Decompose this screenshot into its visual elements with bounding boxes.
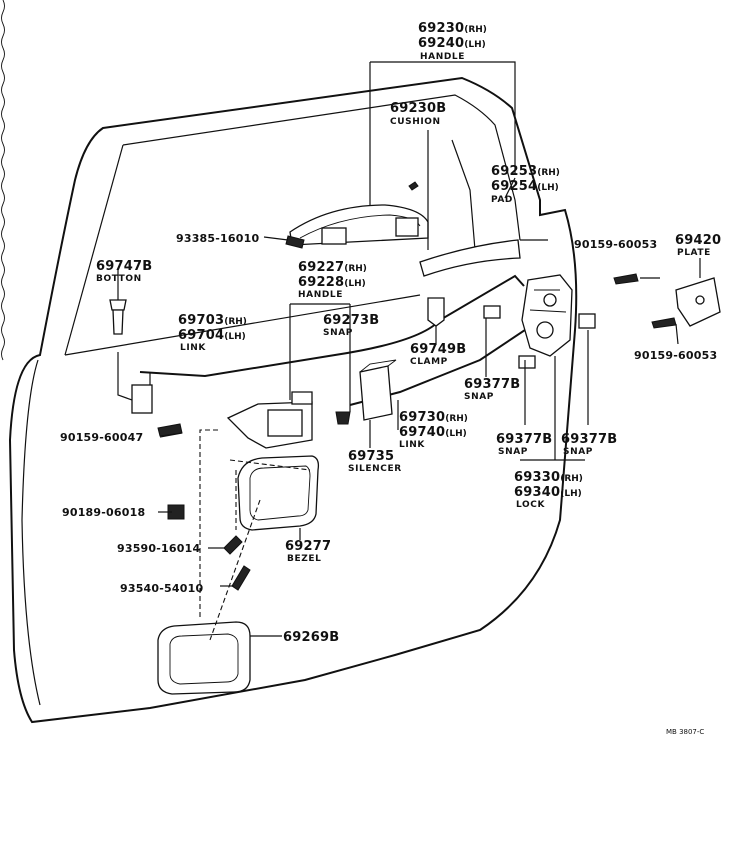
screw-90159-60053-bottom-part <box>651 317 677 329</box>
label-screw-93540: 93540-54010 <box>120 582 203 595</box>
label-pad: 69253(RH) 69254(LH) PAD <box>491 160 565 205</box>
door-panel <box>8 76 578 724</box>
snap-69273b-part <box>335 411 351 425</box>
label-screw-90159-60053-top: 90159-60053 <box>574 238 657 251</box>
label-handle-inner: 69227(RH) 69228(LH) HANDLE <box>298 256 372 300</box>
diagram-code: MB 3807-C <box>666 728 704 736</box>
bolt-93385-part <box>285 235 305 249</box>
dashed-guides <box>199 429 311 641</box>
inner-handle-part <box>226 391 313 449</box>
label-cover-69269b: 69269B <box>283 630 339 645</box>
label-clip-90189: 90189-06018 <box>62 506 145 519</box>
outer-handle-part <box>289 204 429 246</box>
label-plate: 69420 PLATE <box>675 229 726 258</box>
snap-69377b-a-part <box>483 305 501 319</box>
label-lock: 69330(RH) 69340(LH) LOCK <box>514 466 588 510</box>
label-link-lower: 69730(RH) 69740(LH) LINK <box>399 406 473 450</box>
label-silencer: 69735 SILENCER <box>348 445 402 474</box>
labels: 69230(RH) 69240(LH) HANDLE 69230B CUSHIO… <box>60 17 726 736</box>
bezel-part <box>237 455 320 531</box>
screw-93540-part <box>231 565 251 591</box>
label-snap-69377b-c: 69377B SNAP <box>561 428 622 457</box>
cover-69269b-part <box>157 621 251 695</box>
cushion-screw <box>408 181 419 191</box>
label-clamp: 69749B CLAMP <box>410 338 471 367</box>
label-screw-93590: 93590-16014 <box>117 542 200 555</box>
label-cushion: 69230B CUSHION <box>390 97 451 127</box>
label-screw-90159-60053-bottom: 90159-60053 <box>634 349 717 362</box>
label-snap-69377b-a: 69377B SNAP <box>464 373 525 402</box>
label-bolt-93385: 93385-16010 <box>176 232 259 245</box>
button-part <box>109 299 127 335</box>
lock-part <box>521 274 573 357</box>
leader-lines <box>117 61 701 637</box>
pad-part <box>419 239 521 277</box>
clamp-part <box>427 297 445 327</box>
label-snap-69273b: 69273B SNAP <box>323 309 384 338</box>
label-button: 69747B BOTTON <box>96 255 157 284</box>
torn-edge <box>1 0 5 361</box>
label-handle-outer: 69230(RH) 69240(LH) HANDLE <box>418 17 492 62</box>
snap-69377b-b-part <box>518 355 536 369</box>
label-screw-90159-60047: 90159-60047 <box>60 431 143 444</box>
plate-part <box>675 277 721 327</box>
screw-90159-60053-top-part <box>613 273 639 285</box>
snap-69377b-c-part <box>578 313 596 329</box>
label-bezel: 69277 BEZEL <box>285 535 336 564</box>
screw-93590-part <box>223 535 243 555</box>
label-snap-69377b-b: 69377B SNAP <box>496 428 557 457</box>
link-upper-bracket <box>131 384 153 414</box>
label-link-upper: 69703(RH) 69704(LH) LINK <box>178 309 252 353</box>
silencer-part <box>359 359 397 421</box>
